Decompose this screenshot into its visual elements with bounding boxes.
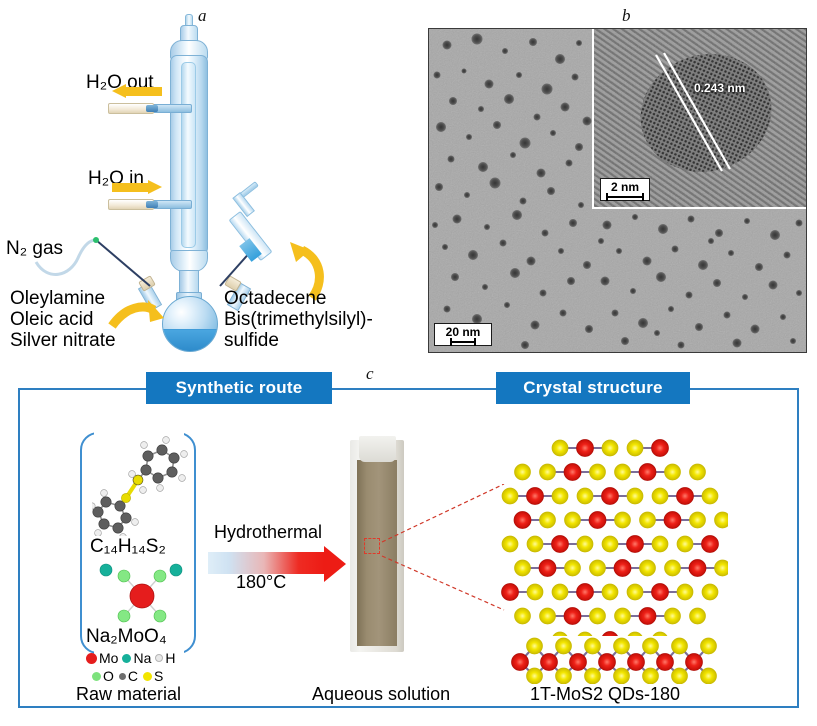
zoom-region-box (364, 538, 380, 554)
legend-label-c: C (127, 668, 139, 684)
legend-dot-s (143, 671, 153, 681)
panel-c-scheme: Synthetic route Crystal structure (18, 372, 799, 708)
reagent-oleylamine: Oleylamine (10, 288, 106, 309)
caption-raw-material: Raw material (76, 684, 182, 704)
scalebar-inset: 2 nm (600, 178, 650, 201)
curved-arrow-icon-left (108, 300, 164, 329)
legend-label-s: S (154, 668, 164, 684)
port-tip-upper (146, 105, 158, 112)
hrtem-inset: 0.243 nm 2 nm (592, 29, 806, 209)
panel-a-apparatus: a H₂O out H₂O in (0, 0, 420, 360)
curved-arrow-icon-right (290, 242, 324, 301)
reagent-bis-trimethylsilyl: Bis(trimethylsilyl)- (224, 309, 373, 330)
atom-legend-row-2: O C S (92, 668, 163, 684)
formula-na2moo4: Na₂MoO₄ (86, 626, 167, 647)
legend-label-o: O (103, 668, 114, 684)
reagent-octadecene: Octadecene (224, 288, 327, 309)
bracket-mask-top (94, 430, 184, 438)
reaction-arrow (208, 552, 324, 574)
callout-lines (381, 484, 505, 611)
right-arrow-icon (112, 180, 162, 194)
panel-b-letter: b (622, 6, 631, 25)
panel-c-letter: c (366, 364, 374, 383)
crystal-side-view (511, 637, 717, 684)
panel-a-letter: a (198, 6, 207, 25)
bracket-mask-bottom (94, 648, 184, 656)
atom-legend-row-1: Mo Na H (86, 650, 175, 666)
nitrogen-gas-label: N₂ gas (6, 238, 64, 259)
banner-synthetic-route: Synthetic route (146, 372, 332, 404)
tem-frame: 0.243 nm 2 nm 20 nm (428, 28, 807, 353)
scalebar-main: 20 nm (434, 323, 492, 346)
legend-dot-na (122, 653, 132, 663)
reaction-arrow-head (324, 546, 346, 582)
lattice-spacing-label: 0.243 nm (694, 81, 746, 95)
legend-dot-mo (86, 652, 97, 664)
caption-product: 1T-MoS2 QDs-180 (530, 684, 681, 704)
molecule-sodium-molybdate (99, 563, 183, 623)
legend-dot-h (155, 654, 164, 662)
legend-label-na: Na (133, 650, 152, 666)
crystal-top-view (501, 439, 728, 636)
legend-dot-c (118, 672, 126, 680)
reagent-silver-nitrate: Silver nitrate (10, 330, 116, 351)
reagent-sulfide: sulfide (224, 330, 279, 351)
scalebar-main-line (450, 338, 476, 346)
legend-dot-o (92, 671, 101, 681)
caption-aqueous-solution: Aqueous solution (312, 684, 451, 704)
scalebar-inset-line (606, 193, 644, 201)
port-tip-lower (146, 201, 158, 208)
label-temperature: 180°C (236, 572, 287, 592)
left-arrow-icon (112, 84, 162, 98)
label-hydrothermal: Hydrothermal (214, 522, 323, 542)
flask-liquid (163, 329, 217, 351)
hrtem-lattice (594, 29, 806, 207)
banner-crystal-structure: Crystal structure (496, 372, 690, 404)
round-bottom-flask (162, 296, 218, 352)
legend-label-mo: Mo (99, 650, 119, 666)
legend-label-h: H (165, 650, 176, 666)
scalebar-inset-text: 2 nm (610, 180, 639, 195)
cuvette-cap (359, 436, 396, 462)
molecule-dibenzyl-disulfide (92, 436, 188, 536)
reagent-oleic-acid: Oleic acid (10, 309, 94, 330)
scalebar-main-text: 20 nm (445, 325, 481, 340)
formula-c14h14s2: C₁₄H₁₄S₂ (90, 536, 166, 557)
panel-b-tem-image: 0.243 nm 2 nm 20 nm (428, 28, 807, 353)
